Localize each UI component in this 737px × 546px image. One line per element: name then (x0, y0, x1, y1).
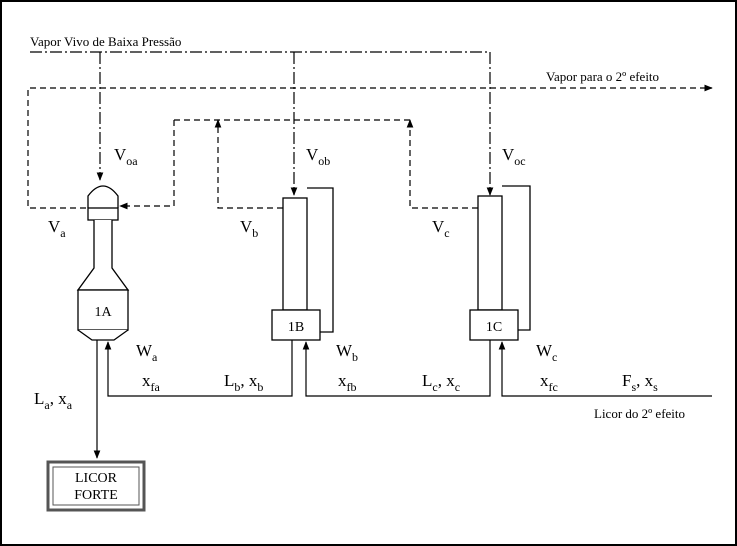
label-la-xa: La, xa (34, 389, 73, 412)
unit-1a-label: 1A (94, 305, 112, 320)
strong-liquor-line1: LICOR (75, 471, 118, 486)
label-voc: Voc (502, 145, 526, 168)
unit-1b-label: 1B (288, 320, 304, 335)
label-vob: Vob (306, 145, 330, 168)
label-xfc: xfc (540, 371, 558, 394)
label-voa: Voa (114, 145, 138, 168)
label-va: Va (48, 217, 66, 240)
label-xfa: xfa (142, 371, 160, 394)
label-fs-xs: Fs, xs (622, 371, 658, 394)
vapor-out-line (28, 88, 712, 208)
liquor-in-title: Licor do 2º efeito (594, 406, 685, 421)
vapor-out-title: Vapor para o 2º efeito (546, 69, 659, 84)
label-wa: Wa (136, 341, 158, 364)
label-wb: Wb (336, 341, 358, 364)
unit-1c-label: 1C (486, 320, 502, 335)
label-wc: Wc (536, 341, 557, 364)
label-lc-xc: Lc, xc (422, 371, 460, 394)
label-vc: Vc (432, 217, 450, 240)
strong-liquor-line2: FORTE (74, 488, 118, 503)
live-steam-line (30, 52, 490, 195)
evaporator-1b (272, 188, 333, 340)
label-lb-xb: Lb, xb (224, 371, 263, 394)
liquor-lines (97, 340, 712, 458)
vapor-recirc-line (120, 120, 478, 208)
live-steam-title: Vapor Vivo de Baixa Pressão (30, 34, 181, 49)
label-xfb: xfb (338, 371, 357, 394)
evaporator-1c (470, 186, 530, 340)
label-vb: Vb (240, 217, 258, 240)
